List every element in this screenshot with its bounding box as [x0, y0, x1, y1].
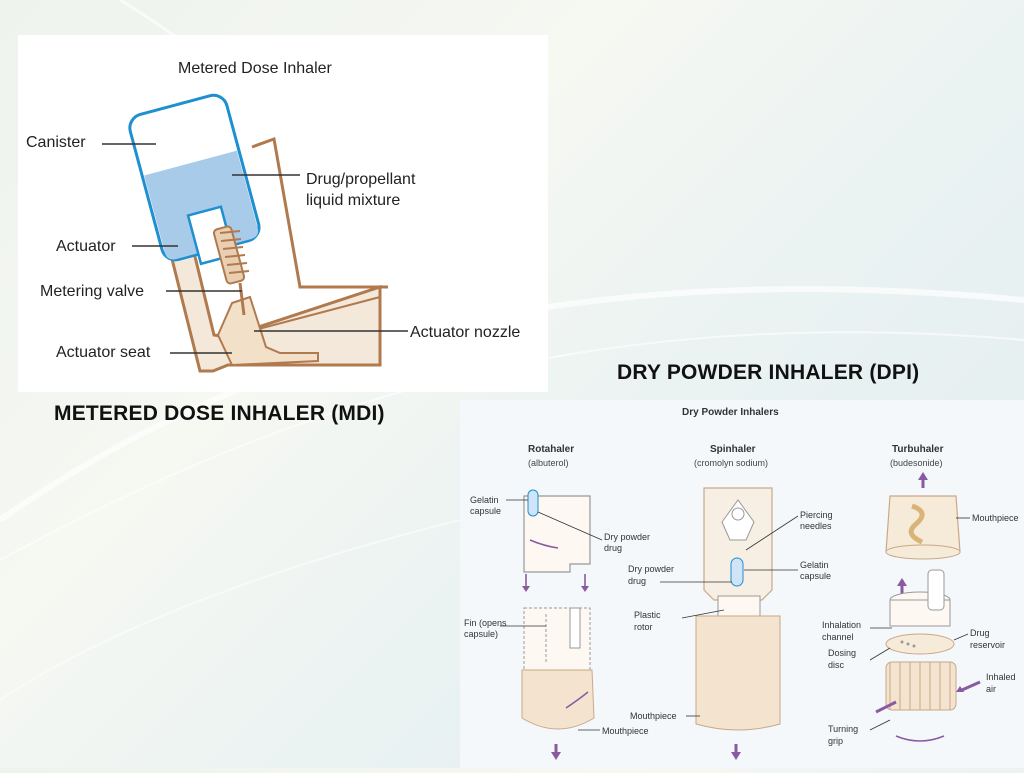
mdi-diagram-title: Metered Dose Inhaler [178, 60, 333, 77]
spinhaler-dry-1: Dry powder [628, 564, 674, 574]
mdi-diagram-panel: Metered Dose Inhaler [18, 35, 548, 392]
spinhaler-piercing-2: needles [800, 521, 832, 531]
dpi-diagram: Dry Powder Inhalers Rotahaler (albuterol… [464, 407, 1019, 760]
spinhaler-mouthpiece: Mouthpiece [630, 711, 677, 721]
label-actuator-seat: Actuator seat [56, 344, 151, 361]
spinhaler-plastic-2: rotor [634, 622, 653, 632]
turbuhaler-dosing-2: disc [828, 660, 845, 670]
rotahaler-fin-1: Fin (opens [464, 618, 507, 628]
turbuhaler-inhalation-1: Inhalation [822, 620, 861, 630]
turbuhaler-reservoir-1: Drug [970, 628, 990, 638]
spinhaler-gelatin-1: Gelatin [800, 560, 829, 570]
spinhaler-name: Spinhaler [710, 444, 756, 455]
dpi-caption: DRY POWDER INHALER (DPI) [617, 361, 920, 384]
turbuhaler-turning-1: Turning [828, 724, 858, 734]
turbuhaler-inhaled-2: air [986, 684, 996, 694]
turbuhaler-drug: (budesonide) [890, 458, 943, 468]
rotahaler-fin-2: capsule) [464, 629, 498, 639]
spinhaler-drug: (cromolyn sodium) [694, 458, 768, 468]
rotahaler-dry-1: Dry powder [604, 532, 650, 542]
rotahaler-gelatin-1: Gelatin [470, 495, 499, 505]
mdi-leader-lines [102, 143, 408, 354]
spinhaler-dry-2: drug [628, 576, 646, 586]
mdi-diagram: Metered Dose Inhaler [26, 60, 520, 373]
dpi-diagram-panel: Dry Powder Inhalers Rotahaler (albuterol… [460, 400, 1024, 768]
turbuhaler-inhaled-1: Inhaled [986, 672, 1016, 682]
mdi-caption: METERED DOSE INHALER (MDI) [54, 402, 385, 425]
rotahaler-drug: (albuterol) [528, 458, 569, 468]
spinhaler-piercing-1: Piercing [800, 510, 833, 520]
rotahaler-name: Rotahaler [528, 444, 574, 455]
actuator-inner-wall [251, 136, 388, 289]
rotahaler: Rotahaler (albuterol) Gelatin capsule Dr… [464, 444, 650, 760]
label-metering-valve: Metering valve [40, 283, 144, 300]
turbuhaler-mouthpiece: Mouthpiece [972, 513, 1019, 523]
spinhaler-plastic-1: Plastic [634, 610, 661, 620]
turbuhaler-turning-2: grip [828, 736, 843, 746]
turbuhaler-dosing-1: Dosing [828, 648, 856, 658]
turbuhaler-reservoir-2: reservoir [970, 640, 1005, 650]
label-drug-mixture-1: Drug/propellant [306, 171, 416, 188]
turbuhaler-name: Turbuhaler [892, 444, 944, 455]
label-canister: Canister [26, 134, 86, 151]
turbuhaler: Turbuhaler (budesonide) [822, 444, 1019, 746]
turbuhaler-inhalation-2: channel [822, 632, 854, 642]
label-actuator: Actuator [56, 238, 116, 255]
rotahaler-gelatin-2: capsule [470, 506, 501, 516]
label-actuator-nozzle: Actuator nozzle [410, 324, 520, 341]
dpi-diagram-title: Dry Powder Inhalers [682, 407, 779, 418]
rotahaler-mouthpiece: Mouthpiece [602, 726, 649, 736]
rotahaler-dry-2: drug [604, 543, 622, 553]
spinhaler: Spinhaler (cromolyn sodium) Piercing nee… [628, 444, 833, 760]
label-drug-mixture-2: liquid mixture [306, 192, 400, 209]
metering-valve [212, 225, 250, 316]
spinhaler-gelatin-2: capsule [800, 571, 831, 581]
